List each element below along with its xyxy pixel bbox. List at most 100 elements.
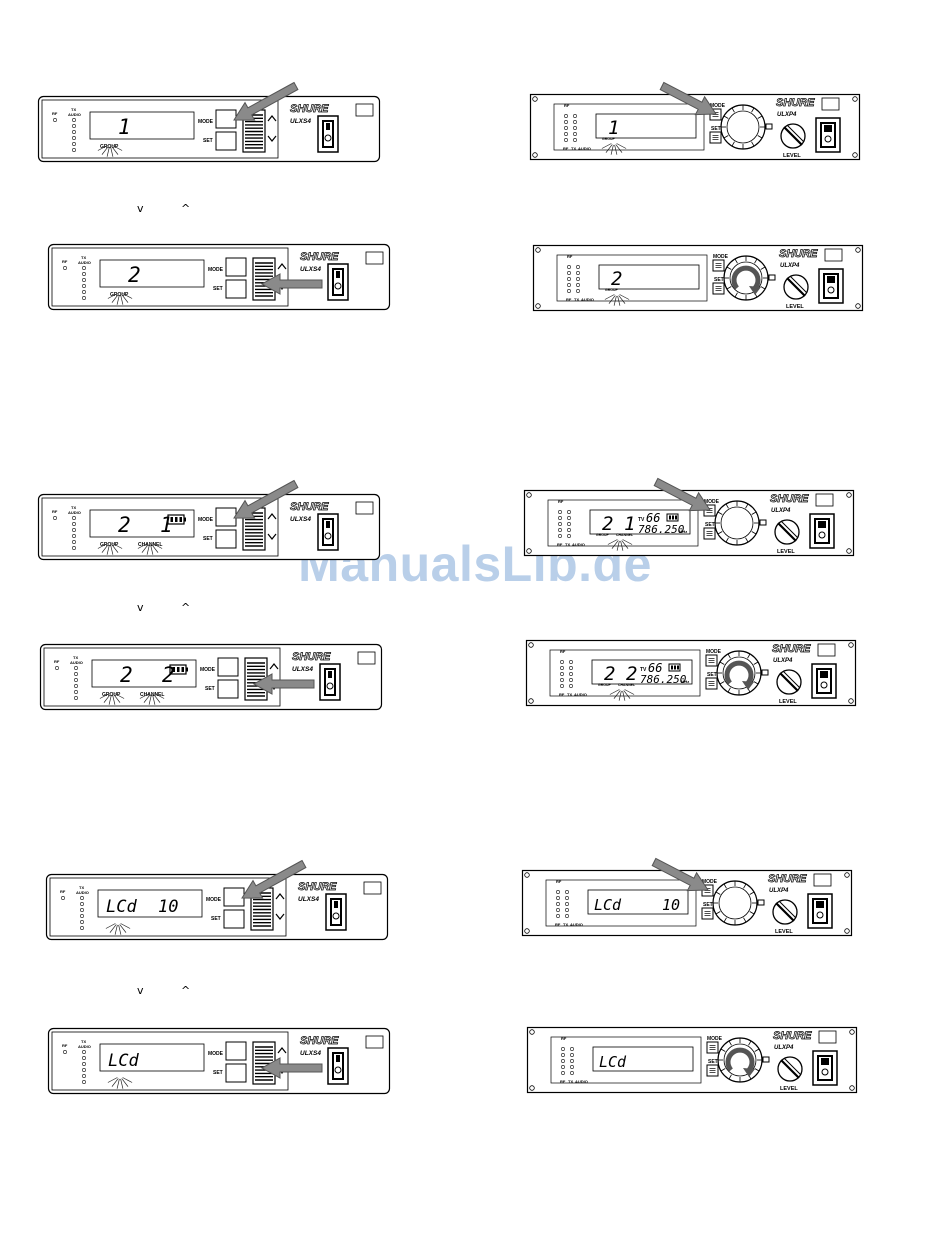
up-caret-icon xyxy=(269,663,279,670)
battery-bar xyxy=(172,667,175,672)
panel-frame xyxy=(532,244,864,312)
power-switch-top xyxy=(336,271,340,278)
model-label: ULXS4 xyxy=(292,666,313,673)
power-switch xyxy=(807,893,833,929)
audio-led xyxy=(82,1050,86,1054)
dial-notch xyxy=(719,661,725,665)
tv-channel: 66 xyxy=(646,511,660,525)
ray xyxy=(107,1077,118,1083)
set-label: SET xyxy=(705,522,715,528)
ray xyxy=(120,1078,124,1089)
mounting-screw xyxy=(529,1085,535,1091)
mode-label: MODE xyxy=(707,1036,723,1042)
battery-bar xyxy=(669,515,671,520)
front-face xyxy=(553,103,705,151)
audio-led xyxy=(576,283,580,287)
rf-led xyxy=(556,896,560,900)
knob-slot xyxy=(782,670,801,689)
shure-logo: SHURE xyxy=(300,1035,339,1047)
rf-led xyxy=(63,1050,67,1054)
battery-body xyxy=(668,663,681,672)
mounting-screw xyxy=(849,1029,855,1035)
set-button xyxy=(215,529,237,549)
label-box xyxy=(365,1035,384,1049)
dial-notch xyxy=(731,107,735,113)
ray xyxy=(151,544,159,553)
tx-label: TX xyxy=(563,922,568,927)
ch-a-label: RF xyxy=(560,649,566,654)
ray xyxy=(616,540,620,551)
audio-led xyxy=(72,522,76,526)
tx-label: TX xyxy=(71,505,76,510)
dial-notch xyxy=(720,1048,726,1052)
ch-a-label: RF xyxy=(567,254,573,259)
battery-icon xyxy=(668,663,681,672)
dial-notch xyxy=(719,681,725,685)
ray xyxy=(619,294,630,300)
tx-label: TX xyxy=(81,255,86,260)
down-caret-1: v xyxy=(137,202,144,215)
dial-notch xyxy=(754,258,758,264)
up-caret-2: ^ xyxy=(181,601,191,614)
rf-led xyxy=(561,1053,565,1057)
ray xyxy=(103,694,111,703)
rf-led xyxy=(564,138,568,142)
battery-body xyxy=(666,513,679,522)
dial-notch xyxy=(751,141,755,147)
battery-bar xyxy=(181,667,184,672)
audio-led xyxy=(567,522,571,526)
front-face xyxy=(556,254,708,302)
pointer-arrow xyxy=(241,859,307,899)
lcd-rays xyxy=(105,923,131,935)
pointer-arrow xyxy=(233,81,299,121)
group-label: GROUP xyxy=(598,683,612,687)
rf-led xyxy=(561,1065,565,1069)
audio-led xyxy=(573,132,577,136)
front-face xyxy=(41,99,279,159)
dial-notch xyxy=(751,107,755,113)
dial-notch xyxy=(734,258,738,264)
power-indicator xyxy=(334,1066,342,1074)
dial-indicator xyxy=(759,519,767,526)
set-label: SET xyxy=(711,126,721,132)
tx-label: TX xyxy=(73,655,78,660)
audio-label: AUDIO xyxy=(570,922,583,927)
mounting-screw xyxy=(849,1085,855,1091)
audio-led xyxy=(570,1065,574,1069)
shure-logo: SHURE xyxy=(773,1030,812,1042)
power-switch xyxy=(809,513,835,549)
ray xyxy=(106,544,110,555)
audio-led xyxy=(565,908,569,912)
ray xyxy=(97,543,108,549)
rotate-arrow-icon xyxy=(725,1047,755,1072)
knob-slot xyxy=(777,522,797,542)
lcd-right-digit: 1 xyxy=(624,513,635,535)
mounting-screw xyxy=(535,247,541,253)
ray xyxy=(120,294,124,305)
dial-notch xyxy=(728,1074,732,1080)
dial-notch xyxy=(748,1040,752,1046)
rf-label: RF xyxy=(555,922,561,927)
rf-led xyxy=(564,126,568,130)
rf-led xyxy=(558,516,562,520)
lcd-right-digit: 10 xyxy=(158,897,178,917)
ray xyxy=(118,924,122,935)
frequency: 786.250 xyxy=(640,673,687,686)
ray xyxy=(105,923,116,929)
channel-label: CHANNEL xyxy=(616,533,634,537)
audio-led xyxy=(72,130,76,134)
audio-led xyxy=(82,272,86,276)
mounting-screw xyxy=(846,492,852,498)
ray xyxy=(114,924,118,935)
dial-inner xyxy=(726,110,760,144)
rf-led xyxy=(558,522,562,526)
tx-label: TX xyxy=(574,297,579,302)
audio-label: AUDIO xyxy=(76,890,89,895)
tv-label: TV xyxy=(640,667,647,673)
power-indicator xyxy=(820,681,828,689)
set-button xyxy=(215,131,237,151)
ray xyxy=(112,694,116,705)
